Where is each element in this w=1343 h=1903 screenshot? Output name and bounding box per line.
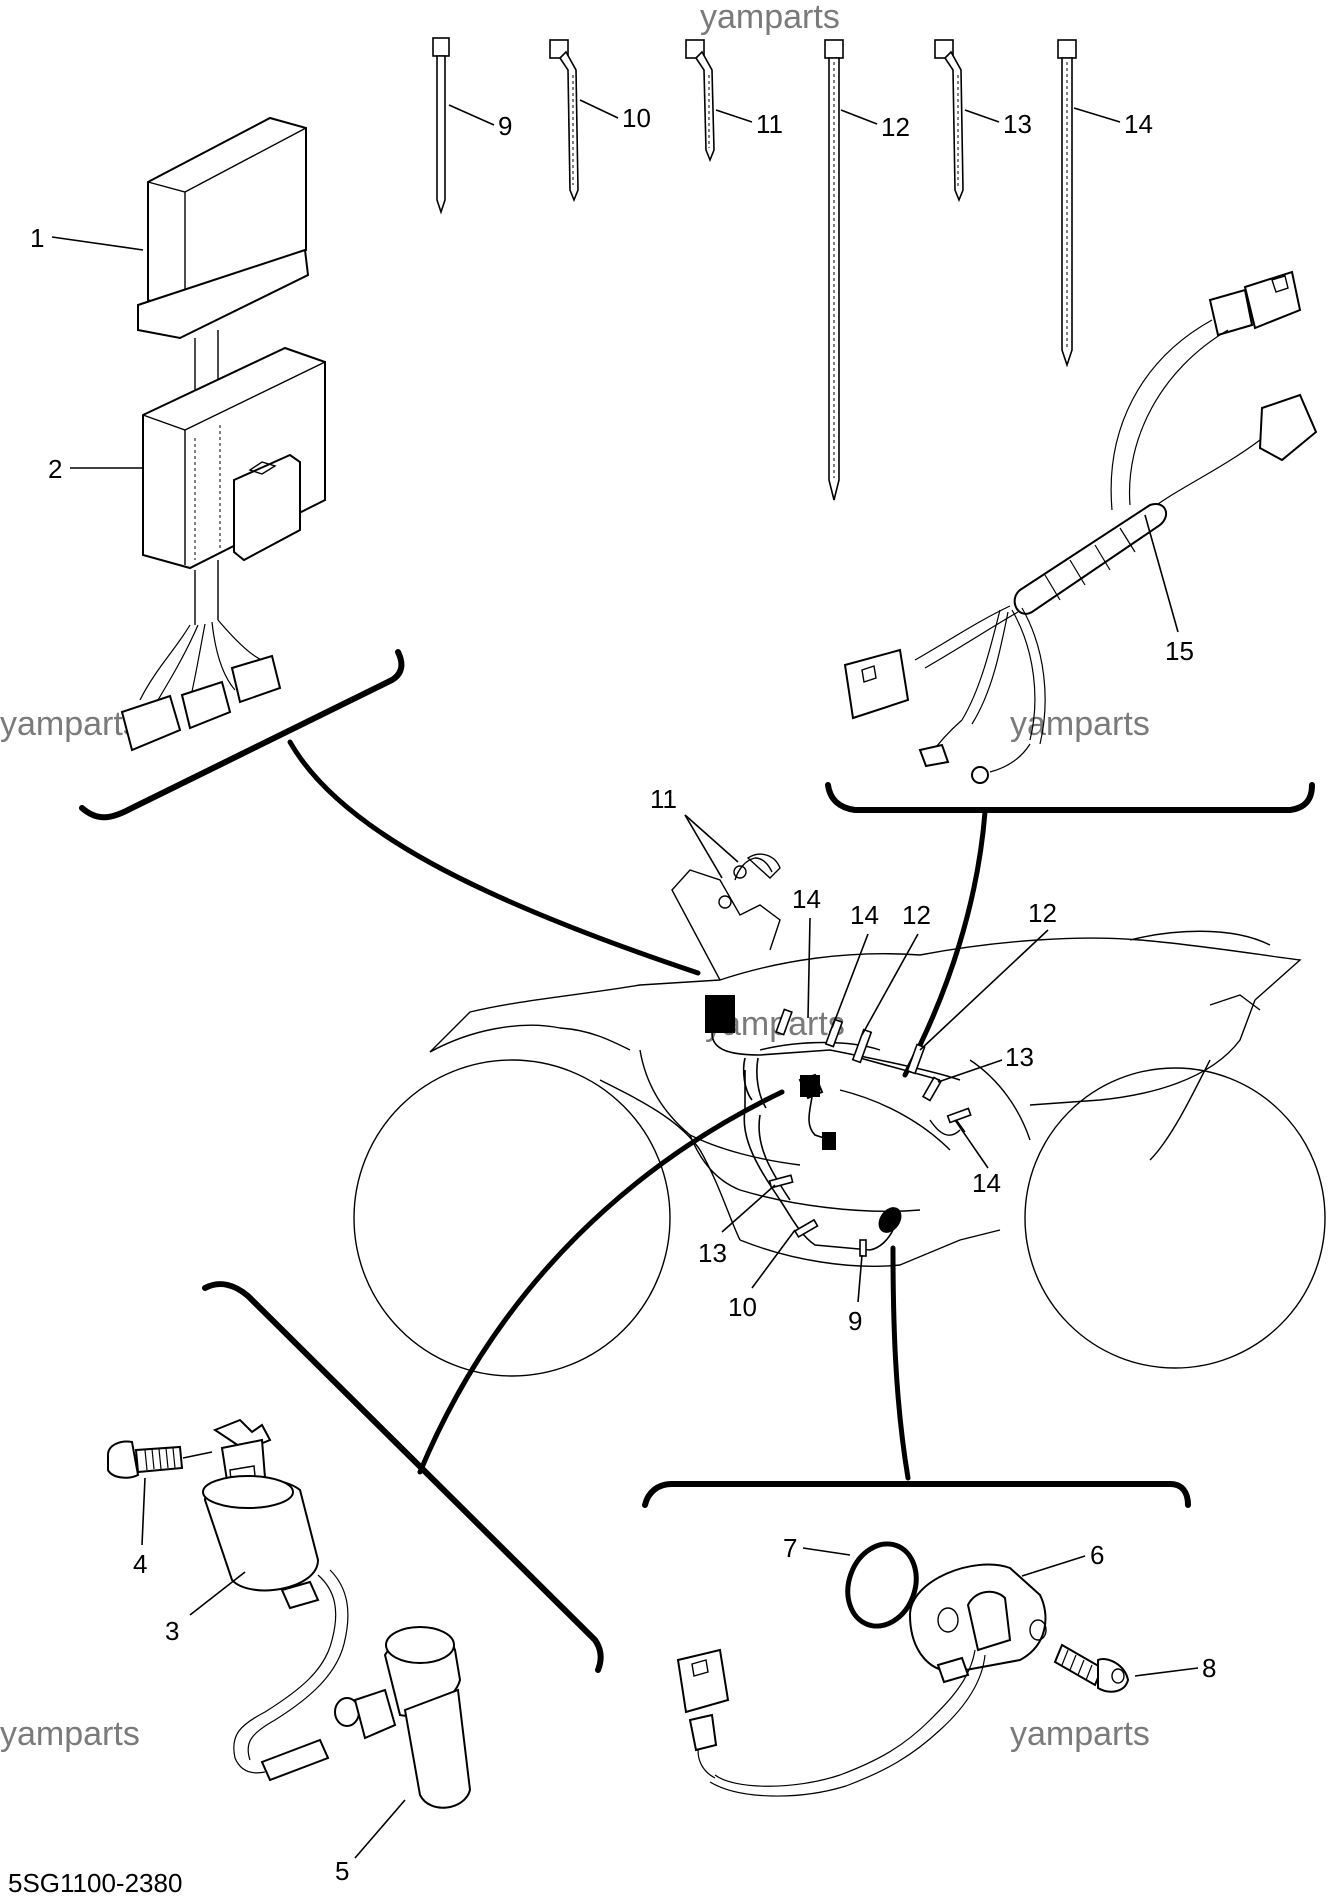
- watermark-bottom-right: yamparts: [1010, 1715, 1150, 1753]
- leader-harness: [902, 809, 988, 1078]
- bolt-8[interactable]: [1053, 1643, 1130, 1693]
- watermark-left: yamparts: [0, 705, 140, 743]
- callout-4: 4: [133, 1549, 147, 1579]
- callout-5: 5: [335, 1856, 349, 1886]
- callout-10-top: 10: [622, 103, 651, 133]
- ignition-coil[interactable]: [202, 1418, 349, 1782]
- callout-13-bike-a: 13: [1005, 1042, 1034, 1072]
- leader-ignition-coil: [417, 1089, 785, 1475]
- callout-3: 3: [165, 1616, 179, 1646]
- callout-15: 15: [1165, 636, 1194, 666]
- watermark-bottom-left: yamparts: [0, 1715, 140, 1753]
- cdi-unit[interactable]: [137, 116, 310, 340]
- cable-tie-9[interactable]: [432, 37, 495, 215]
- callout-2: 2: [48, 454, 62, 484]
- callout-14-bike-c: 14: [972, 1168, 1001, 1198]
- callout-6: 6: [1090, 1540, 1104, 1570]
- callout-9-bike: 9: [848, 1306, 862, 1336]
- callout-1: 1: [30, 223, 44, 253]
- callout-7: 7: [783, 1533, 797, 1563]
- bracket-ignition-coil: [202, 1281, 604, 1673]
- callout-12-top: 12: [881, 112, 910, 142]
- leader-cdi: [287, 739, 701, 976]
- callout-13-bike-b: 13: [698, 1238, 727, 1268]
- cable-tie-14[interactable]: [1057, 39, 1121, 368]
- spark-plug-cap[interactable]: [334, 1626, 472, 1809]
- cable-tie-10[interactable]: [549, 39, 619, 203]
- cable-tie-12[interactable]: [824, 39, 878, 501]
- callout-14-top: 14: [1124, 109, 1153, 139]
- callout-10-bike: 10: [728, 1292, 757, 1322]
- harness-routing: [705, 853, 972, 1257]
- bracket-harness: [825, 782, 1315, 813]
- cdi-bracket[interactable]: [120, 330, 326, 752]
- callout-12-bike-b: 12: [1028, 898, 1057, 928]
- bracket-cdi: [79, 649, 405, 821]
- motorcycle-outline: [353, 869, 1326, 1377]
- o-ring[interactable]: [837, 1534, 928, 1636]
- callout-11-bike: 11: [650, 784, 677, 814]
- callout-11-top: 11: [756, 109, 783, 139]
- leader-neutral-switch: [890, 1245, 911, 1481]
- bolt-4[interactable]: [107, 1440, 213, 1479]
- diagram-code: 5SG1100-2380: [8, 1868, 182, 1898]
- cable-tie-11[interactable]: [685, 39, 753, 163]
- callout-14-bike-a: 14: [792, 884, 821, 914]
- callout-8: 8: [1202, 1653, 1216, 1683]
- watermark-top: yamparts: [700, 0, 840, 36]
- neutral-switch[interactable]: [676, 1563, 1047, 1797]
- callout-9-top: 9: [498, 111, 512, 141]
- wire-harness[interactable]: [843, 270, 1318, 784]
- cable-tie-13[interactable]: [934, 39, 1000, 203]
- callout-13-top: 13: [1003, 109, 1032, 139]
- callout-14-bike-b: 14: [850, 900, 879, 930]
- callout-12-bike-a: 12: [902, 900, 931, 930]
- bracket-neutral-switch: [642, 1481, 1191, 1508]
